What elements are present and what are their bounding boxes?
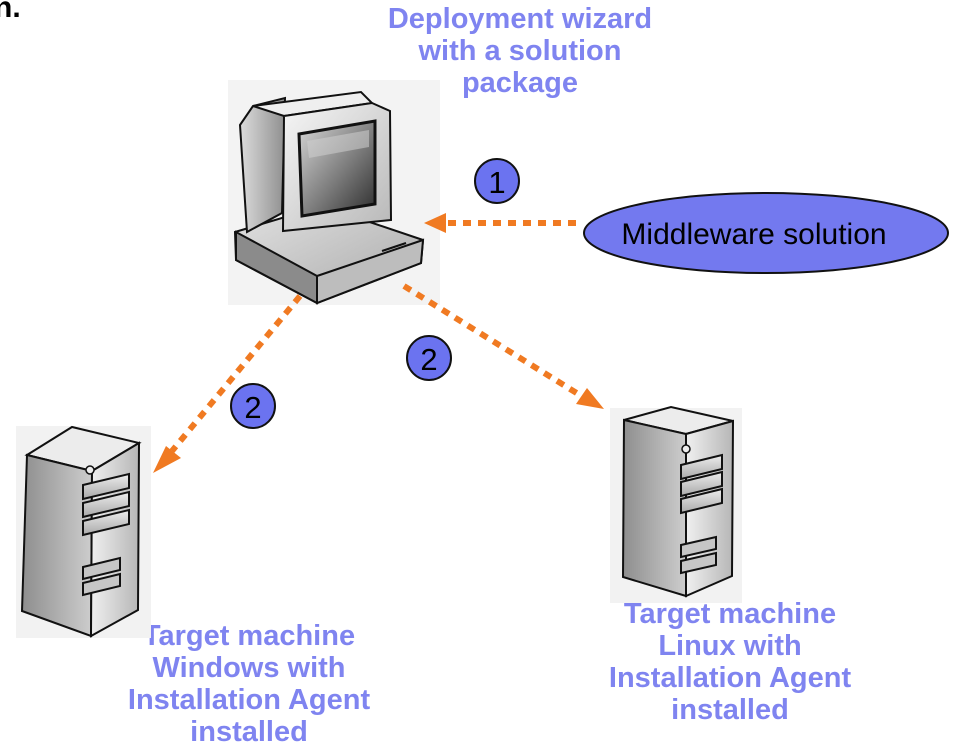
arrow-head-icon — [576, 388, 604, 409]
step-badge-2-windows: 2 — [230, 383, 276, 429]
linux-target-line: Installation Agent — [608, 662, 852, 694]
windows-target-line: Installation Agent — [127, 684, 371, 716]
linux-target-label: Target machine Linux with Installation A… — [565, 598, 895, 726]
deployment-wizard-line: package — [461, 67, 579, 99]
deployment-computer-icon — [228, 80, 440, 305]
linux-target-line: Target machine — [623, 598, 837, 630]
step-badge-2-linux: 2 — [406, 335, 452, 381]
linux-server-icon — [610, 405, 742, 603]
step-badge-1-label: 1 — [488, 165, 505, 200]
arrow-head-icon — [153, 446, 181, 473]
step-badge-1: 1 — [474, 158, 520, 204]
deployment-wizard-label: Deployment wizard with a solution packag… — [370, 3, 670, 99]
arrow-head-icon — [424, 213, 446, 233]
step-badge-2-linux-label: 2 — [420, 342, 437, 377]
deployment-wizard-line: Deployment wizard — [387, 3, 653, 35]
linux-target-line: Linux with — [658, 630, 802, 662]
deployment-wizard-line: with a solution — [418, 35, 622, 67]
top-left-text-fragment: n. — [0, 0, 21, 24]
windows-server-icon — [16, 425, 151, 638]
step-badge-2-windows-label: 2 — [244, 390, 261, 425]
middleware-solution-oval: Middleware solution — [583, 192, 949, 274]
linux-target-line: installed — [671, 694, 789, 726]
deployment-arrows — [153, 213, 604, 473]
middleware-solution-label: Middleware solution — [621, 218, 886, 251]
windows-target-line: Windows with — [152, 652, 346, 684]
windows-target-label: Target machine Windows with Installation… — [84, 620, 414, 748]
windows-target-line: installed — [190, 716, 308, 748]
windows-target-line: Target machine — [142, 620, 356, 652]
